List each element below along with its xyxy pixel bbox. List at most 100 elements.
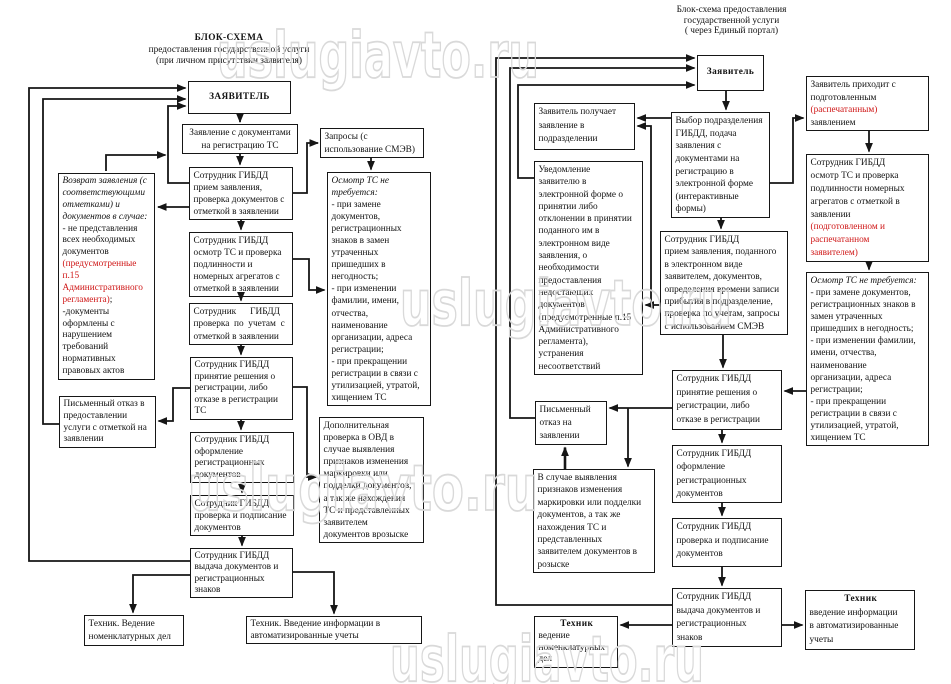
text-line: агрегатов с отметкой в: [810, 196, 900, 207]
text-line: Административного: [538, 324, 619, 335]
text-line: электронном виде: [538, 238, 610, 249]
text-line: подразделении: [538, 134, 598, 145]
text-line: заявлением: [810, 117, 856, 128]
text-line: правовых актов: [62, 366, 125, 376]
text-line: наименование: [331, 320, 388, 331]
text-line: заявителю в: [538, 177, 587, 188]
text-line: Сотрудник ГИБДД: [676, 449, 752, 459]
text-line: Возврат заявления (с: [62, 176, 147, 186]
text-line: документов,: [331, 212, 381, 223]
text-line: осмотр ТС и проверка: [193, 248, 282, 258]
text-line: нормативных: [62, 354, 116, 365]
text-line: предоставлении: [63, 410, 128, 421]
text-line: а так же нахождения: [323, 493, 406, 504]
text-line: Запросы (с: [324, 132, 368, 142]
text-line: требуется:: [331, 188, 378, 199]
text-line: Сотрудник ГИБДД: [194, 499, 270, 509]
text-line: регистрации, либо: [676, 401, 750, 412]
text-line: заявлении: [810, 209, 851, 220]
text-line: Административного: [62, 282, 143, 293]
text-line: Техник. Введение информации в: [250, 619, 381, 629]
text-line: Сотрудник ГИБДД: [194, 360, 270, 370]
text-line: п.15: [62, 271, 80, 281]
text-line: регистрации;: [810, 384, 863, 395]
text-line: недостающих: [538, 287, 594, 298]
text-line: документов: [676, 549, 723, 560]
text-line: знаков в замен: [331, 236, 390, 247]
text-line: пришедших в негодность;: [810, 324, 914, 335]
text-line: (предусмотренные п.15: [538, 312, 632, 323]
text-line: распечатанном: [810, 235, 870, 246]
text-line: учеты: [809, 634, 834, 645]
text-line: заявлении: [63, 434, 104, 445]
text-line: ( через Единый портал): [684, 26, 779, 36]
text-line: оформлены с: [62, 318, 115, 329]
text-line: (распечатанным): [810, 105, 878, 115]
text-line: дел: [538, 654, 553, 665]
text-line: предоставления: [538, 275, 602, 286]
text-line: Сотрудник ГИБДД: [193, 171, 269, 181]
text-line: Техник: [560, 619, 594, 629]
text-line: отметками) и: [62, 199, 120, 210]
text-line: выдача документов и: [676, 605, 761, 616]
text-line: регистрации в связи с: [331, 368, 418, 379]
text-line: Сотрудник ГИБДД: [193, 307, 280, 317]
text-line: прибытия в подразделение,: [664, 296, 773, 307]
text-line: (предусмотренные: [62, 259, 137, 270]
text-line: необходимости: [538, 263, 599, 274]
text-line: принятие решения о: [676, 387, 758, 398]
text-line: хищением ТС: [331, 392, 387, 403]
text-line: фамилии, имени,: [331, 296, 400, 307]
text-line: всех необходимых: [62, 235, 136, 246]
text-line: отметкой в заявлении: [193, 331, 279, 342]
text-line: заявителем: [323, 517, 368, 528]
text-line: Осмотр ТС не требуется:: [810, 276, 917, 286]
text-line: регистрационных знаков в: [810, 300, 916, 311]
text-line: заявлении: [539, 431, 580, 441]
text-line: ТС: [194, 406, 207, 417]
text-line: электронной форме о: [538, 189, 624, 200]
text-line: документами на: [675, 153, 740, 164]
text-line: регистрационных: [676, 475, 747, 486]
text-line: признаков изменения: [537, 485, 623, 496]
text-line: утраченных: [331, 248, 379, 259]
text-line: несоответствий: [538, 361, 601, 372]
text-line: в электронном виде: [664, 259, 743, 270]
text-line: утилизацией, утратой,: [331, 380, 420, 391]
text-line: Заявление с документами: [189, 128, 291, 138]
text-line: ЗАЯВИТЕЛЬ: [209, 91, 270, 102]
text-line: - при прекращении: [810, 396, 887, 407]
text-line: отклонении в принятии: [538, 214, 632, 225]
text-line: номенклатурных: [538, 642, 606, 653]
text-line: Дополнительная: [323, 421, 390, 431]
text-line: электронной форме: [675, 179, 754, 190]
text-line: - при прекращении: [331, 356, 408, 367]
text-line: регистрации в связи с: [810, 408, 897, 419]
text-line: проверка и подписание: [194, 511, 287, 521]
text-line: Техник. Ведение: [88, 619, 155, 629]
text-line: заявителем): [810, 248, 858, 259]
text-line: Сотрудник ГИБДД: [193, 236, 269, 246]
text-line: - при изменении фамилии,: [810, 336, 916, 347]
text-line: подготовленным: [810, 92, 877, 103]
text-line: определения времени записи: [664, 284, 780, 295]
text-line: признаков изменения: [323, 457, 409, 468]
text-line: ТС и представленных: [323, 505, 410, 516]
text-line: - не представления: [62, 223, 138, 234]
